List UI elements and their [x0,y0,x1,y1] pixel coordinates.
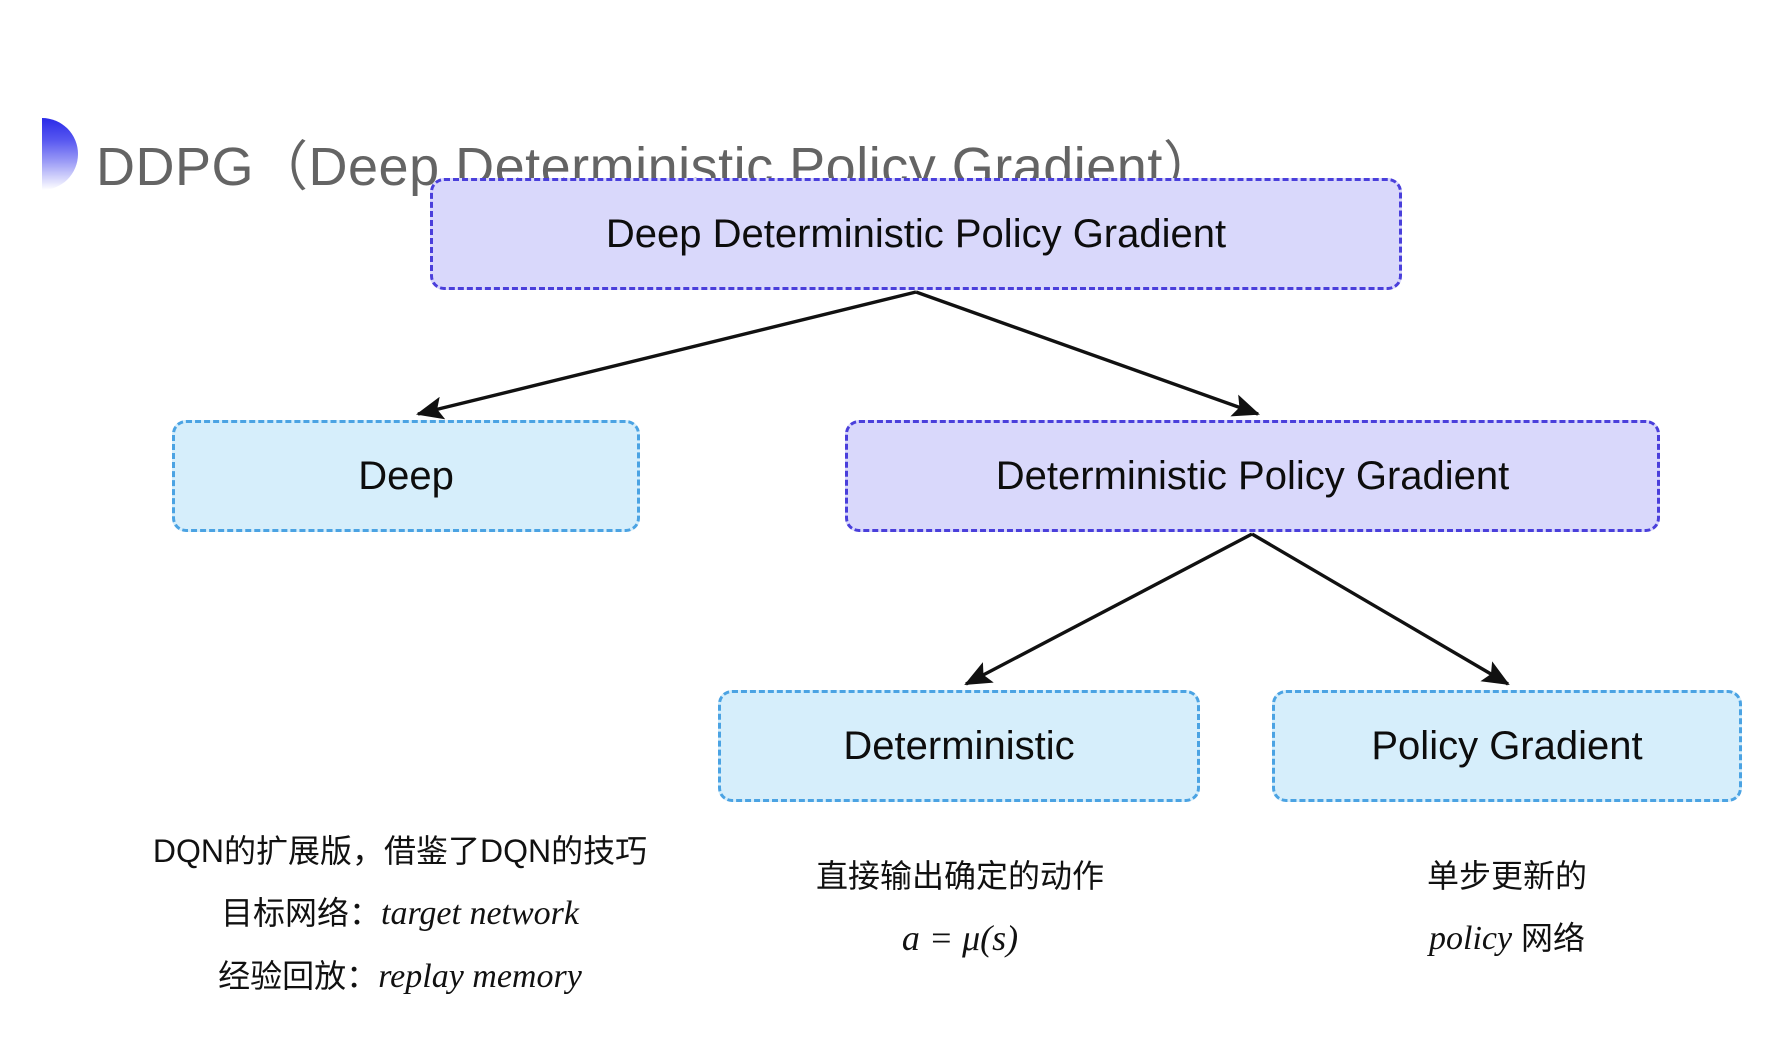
slide-title-bar: DDPG（Deep Deterministic Policy Gradient） [0,56,1778,197]
node-deterministic[interactable]: Deterministic [718,690,1200,802]
caption-policy-gradient-line2: policy 网络 [1272,907,1742,970]
caption-policy-gradient-tail: 网络 [1512,920,1585,956]
caption-deep-line3-label: 经验回放： [218,958,379,994]
node-label: Deterministic [843,723,1075,768]
edge-dpg-to-policy-gradient [1251,532,1510,686]
node-label: Policy Gradient [1371,723,1643,768]
node-label: Deep Deterministic Policy Gradient [605,211,1227,256]
caption-deep-line2-italic: target network [381,895,579,932]
edge-root-to-deep [416,290,917,420]
node-deep-deterministic-policy-gradient[interactable]: Deep Deterministic Policy Gradient [430,178,1402,290]
node-deep[interactable]: Deep [172,420,640,532]
caption-deep-line1: DQN的扩展版，借鉴了DQN的技巧 [152,833,648,869]
caption-deep-line2-label: 目标网络： [220,895,381,931]
node-policy-gradient[interactable]: Policy Gradient [1272,690,1742,802]
node-label: Deterministic Policy Gradient [995,453,1510,498]
caption-policy-gradient-italic: policy [1429,920,1513,957]
node-label: Deep [358,453,454,498]
node-deterministic-policy-gradient[interactable]: Deterministic Policy Gradient [845,420,1660,532]
caption-policy-gradient-line1: 单步更新的 [1426,858,1587,894]
caption-deep-line2: 目标网络：target network [70,882,730,945]
half-circle-gradient-icon [42,118,78,190]
caption-policy-gradient: 单步更新的 policy 网络 [1272,845,1742,970]
caption-deep-line3: 经验回放：replay memory [70,945,730,1008]
caption-deterministic: 直接输出确定的动作 a = μ(s) [715,845,1205,969]
caption-deep: DQN的扩展版，借鉴了DQN的技巧 目标网络：target network 经验… [70,820,730,1008]
caption-deterministic-line1: 直接输出确定的动作 [815,858,1104,894]
caption-deep-line3-italic: replay memory [378,958,582,995]
edge-dpg-to-deterministic [964,532,1253,686]
edge-root-to-dpg [915,290,1260,417]
caption-deterministic-formula: a = μ(s) [901,918,1019,958]
